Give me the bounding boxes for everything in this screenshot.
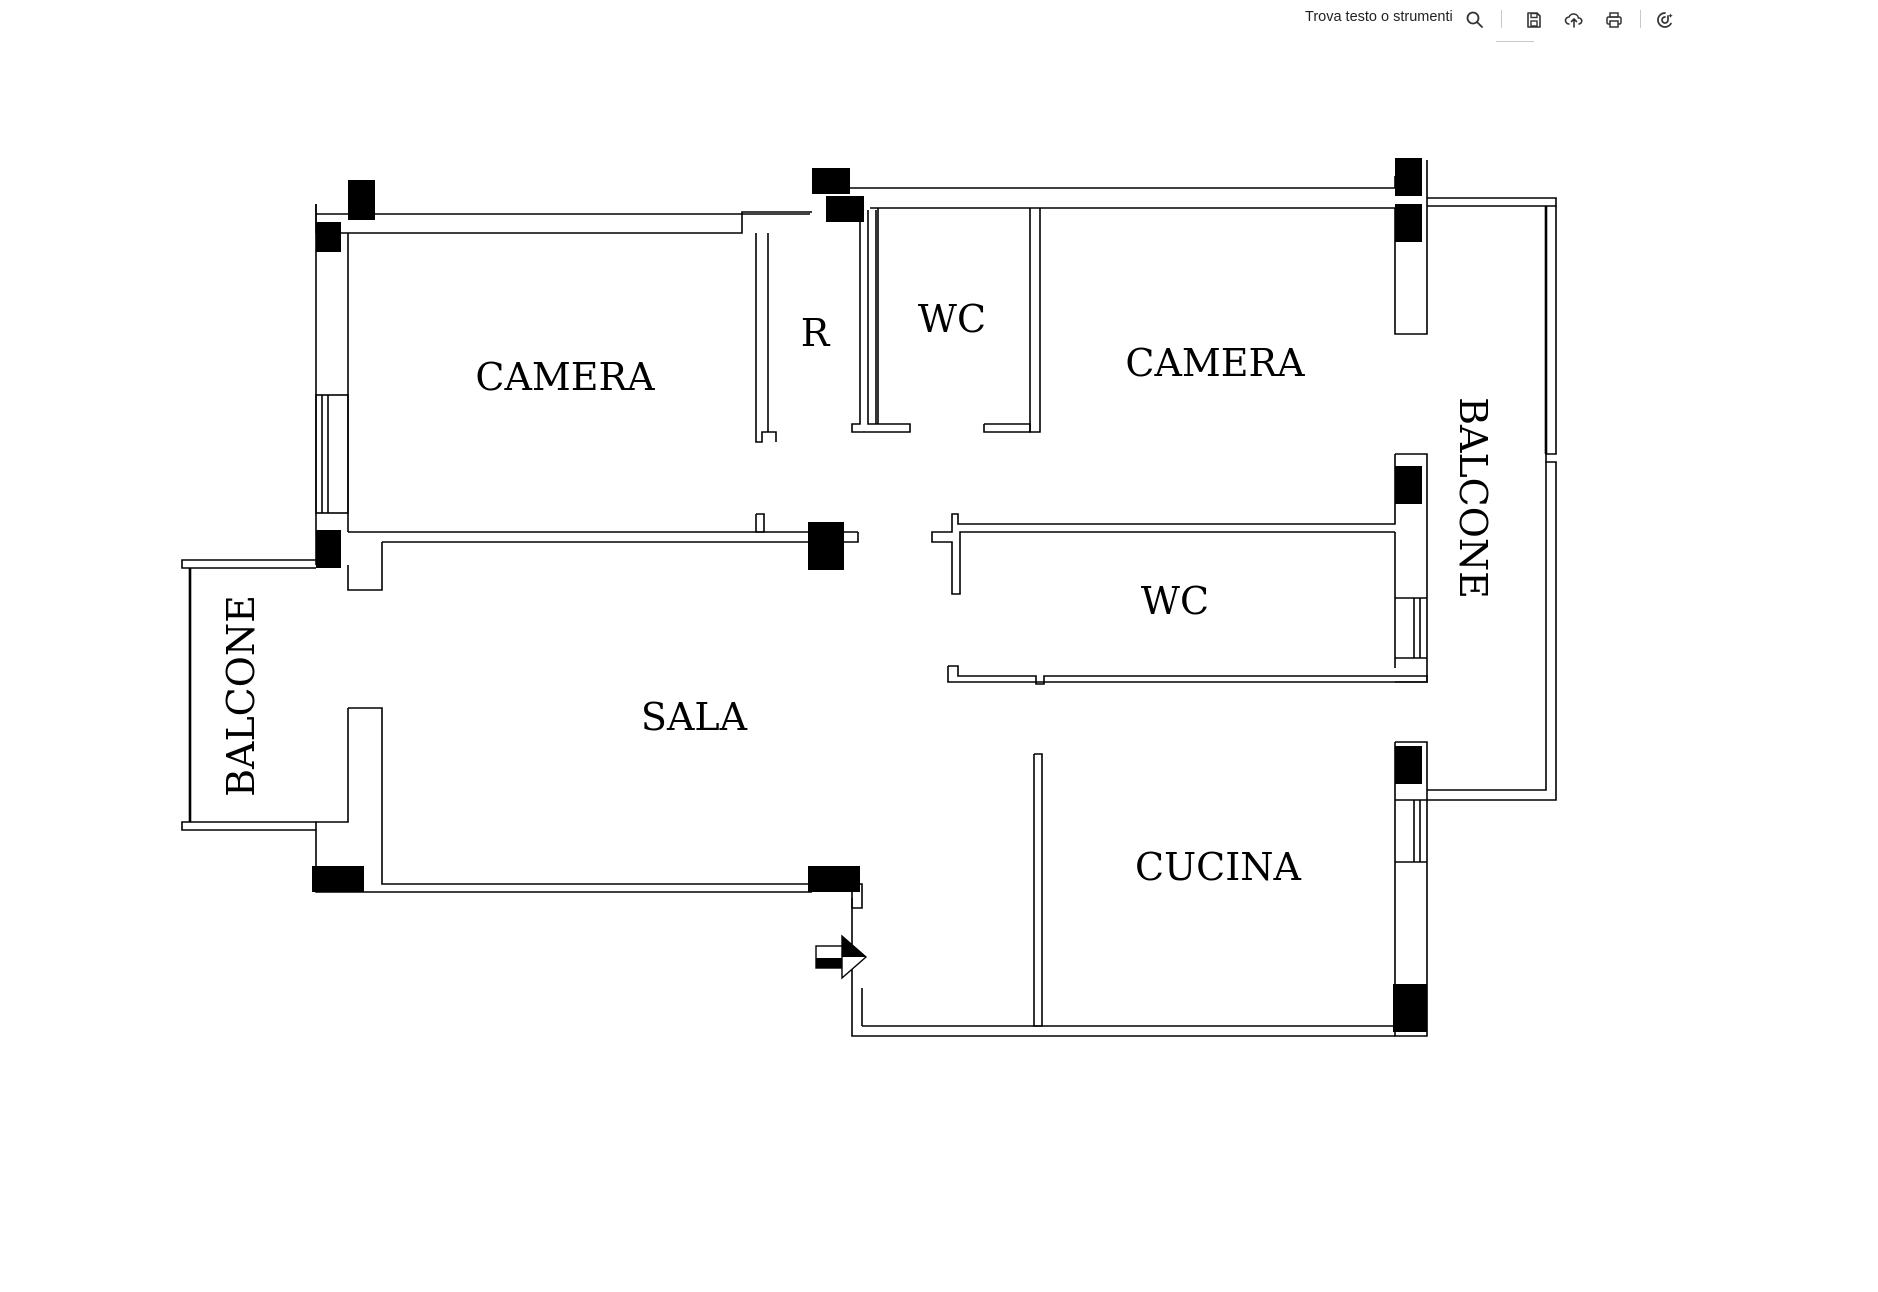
walls	[181, 160, 1557, 1037]
wall	[755, 513, 765, 533]
upload-button[interactable]	[1560, 6, 1588, 34]
wall	[382, 532, 859, 543]
room-label-wc-top: WC	[918, 297, 986, 341]
toolbar-separator	[1640, 10, 1641, 28]
pillar	[1395, 204, 1422, 242]
ai-assistant-icon	[1657, 12, 1673, 28]
save-button[interactable]	[1520, 6, 1548, 34]
room-label-balcone-right: BALCONE	[1451, 397, 1495, 599]
wall	[315, 204, 812, 234]
wall	[347, 542, 383, 591]
print-icon	[1606, 12, 1622, 28]
wall	[1029, 208, 1041, 433]
pillar	[312, 866, 364, 892]
wall	[755, 233, 777, 443]
window	[315, 394, 349, 514]
room-label-wc-mid: WC	[1141, 579, 1209, 623]
viewer-toolbar: Trova testo o strumenti	[0, 0, 1878, 44]
room-label-camera-left: CAMERA	[475, 355, 655, 399]
room-label-camera-right: CAMERA	[1125, 341, 1305, 385]
toolbar-separator	[1501, 10, 1502, 28]
print-button[interactable]	[1600, 6, 1628, 34]
wall	[1427, 197, 1557, 207]
pillar	[812, 168, 850, 194]
wall	[181, 821, 316, 831]
wall	[931, 454, 1396, 595]
wall	[181, 559, 316, 569]
pillar	[316, 222, 341, 252]
ai-assistant-button[interactable]	[1651, 6, 1679, 34]
wall	[348, 707, 812, 885]
pillar	[1395, 466, 1422, 504]
pillar	[808, 522, 844, 570]
room-label-sala: SALA	[641, 695, 748, 739]
pillar	[808, 866, 860, 892]
wall	[1427, 462, 1547, 791]
active-tab-underline	[1496, 41, 1534, 42]
wall	[848, 176, 1396, 189]
wall	[1394, 741, 1428, 1037]
pillar	[1393, 984, 1427, 1032]
wall	[851, 210, 911, 433]
room-label-balcone-left: BALCONE	[219, 595, 263, 797]
find-text-placeholder[interactable]: Trova testo o strumenti	[1305, 9, 1453, 25]
wall	[947, 665, 1428, 685]
cloud-upload-icon	[1564, 13, 1583, 28]
pillars	[312, 158, 1427, 1032]
search-button[interactable]	[1461, 6, 1489, 34]
search-icon	[1466, 11, 1483, 28]
pillar	[1395, 158, 1422, 196]
pillar	[826, 196, 864, 222]
room-label-cucina: CUCINA	[1135, 845, 1301, 889]
room-label-ripostiglio: R	[801, 311, 831, 355]
entry-arrow-icon	[815, 934, 868, 980]
pillar	[348, 180, 375, 220]
save-icon	[1527, 12, 1541, 28]
wall	[983, 423, 1031, 433]
wall	[1394, 160, 1428, 335]
wall	[851, 898, 1395, 1037]
pillar	[1395, 746, 1422, 784]
pillar	[316, 530, 341, 568]
wall	[1033, 753, 1043, 1027]
